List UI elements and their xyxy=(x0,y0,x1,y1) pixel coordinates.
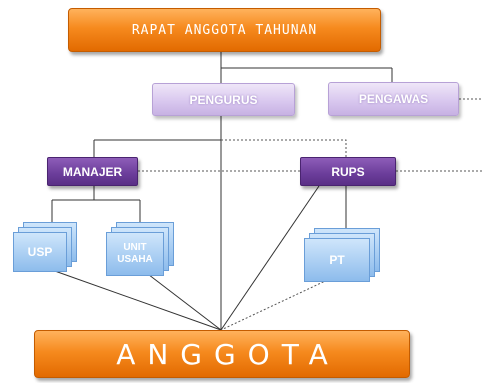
rups-label: RUPS xyxy=(331,164,365,179)
rups-box: RUPS xyxy=(300,157,396,186)
pt-doc: PT xyxy=(304,238,370,282)
members-box: ANGGOTA xyxy=(34,330,410,378)
manajer-box: MANAJER xyxy=(47,157,138,186)
members-label: ANGGOTA xyxy=(116,337,340,371)
pengurus-box: PENGURUS xyxy=(152,83,295,116)
pengawas-label: PENGAWAS xyxy=(358,92,429,106)
unit-usaha-members-line xyxy=(139,267,222,331)
annual-meeting-box: RAPAT ANGGOTA TAHUNAN xyxy=(68,8,381,52)
unit-usaha-label-line2: USAHA xyxy=(117,254,153,265)
usp-label: USP xyxy=(27,245,53,259)
rups-dashed-line xyxy=(221,139,347,157)
manajer-label: MANAJER xyxy=(62,164,123,179)
unit-usaha-label-line1: UNIT xyxy=(123,242,147,253)
pengurus-label: PENGURUS xyxy=(189,92,258,107)
usp-members-line xyxy=(51,269,222,331)
pt-label: PT xyxy=(329,253,345,267)
annual-meeting-label: RAPAT ANGGOTA TAHUNAN xyxy=(131,22,318,38)
unit-usaha-doc: UNIT USAHA xyxy=(106,232,164,276)
pengawas-box: PENGAWAS xyxy=(328,82,459,116)
rups-members-line xyxy=(220,185,320,331)
usp-doc: USP xyxy=(13,232,67,272)
pt-members-dashed-line xyxy=(220,274,339,331)
